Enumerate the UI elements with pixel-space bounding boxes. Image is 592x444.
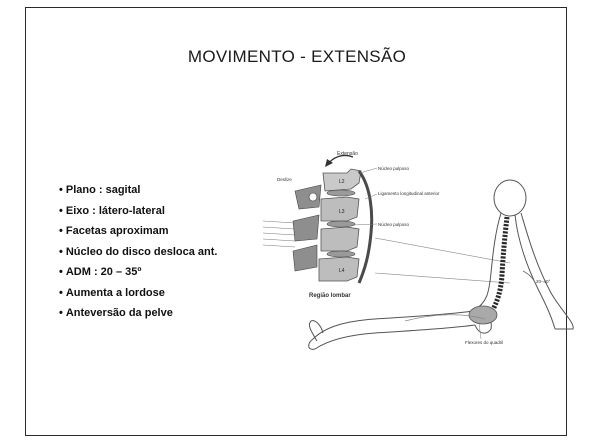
spine-highlight	[468, 216, 510, 325]
spine-extension-figure: Extensão Núcleo pulposo Ligamento longit…	[255, 143, 575, 358]
label-l4: L4	[339, 268, 345, 274]
label-ligament: Ligamento longitudinal anterior	[378, 191, 440, 196]
body-outline	[308, 179, 574, 350]
bullet-text: Anteversão da pelve	[65, 307, 173, 319]
label-hip-flexors: Flexores do quadril	[465, 340, 503, 345]
label-extension: Extensão	[337, 151, 358, 157]
spine-extension-icon: Extensão Núcleo pulposo Ligamento longit…	[262, 151, 574, 350]
label-nucleus-mid: Núcleo pulposo	[378, 222, 410, 227]
bullet-item: •Eixo : látero-lateral	[59, 204, 165, 217]
bullet-item: •Núcleo do disco desloca ant.	[59, 245, 218, 258]
bullet-text: Aumenta a lordose	[65, 286, 165, 299]
bullet-item: •Plano : sagital	[59, 184, 141, 196]
bullet-text: Plano : sagital	[65, 184, 141, 196]
bullet-text: Núcleo do disco desloca ant.	[65, 245, 218, 258]
bullet-text: Eixo : látero-lateral	[65, 204, 165, 217]
label-nucleus-top: Núcleo pulposo	[378, 166, 410, 171]
bullet-text: ADM : 20 – 35º	[65, 266, 142, 278]
label-region: Região lombar	[309, 293, 351, 299]
bullet-item: •ADM : 20 – 35º	[59, 266, 142, 278]
bullet-item: •Facetas aproximam	[59, 225, 169, 237]
slide-frame: MOVIMENTO - EXTENSÃO •Plano : sagital •E…	[25, 7, 574, 436]
lumbar-inset: Extensão Núcleo pulposo Ligamento longit…	[262, 151, 440, 299]
bullet-item: •Anteversão da pelve	[59, 307, 173, 319]
bullet-text: Facetas aproximam	[65, 225, 169, 237]
bullet-item: •Aumenta a lordose	[59, 286, 165, 299]
label-l3: L3	[339, 209, 345, 215]
label-angle: 20–40°	[536, 279, 551, 284]
label-slide: Deslize	[277, 177, 292, 182]
bullet-list: •Plano : sagital •Eixo : látero-lateral …	[59, 183, 217, 327]
label-l2: L2	[339, 179, 345, 185]
slide-title: MOVIMENTO - EXTENSÃO	[187, 47, 407, 66]
